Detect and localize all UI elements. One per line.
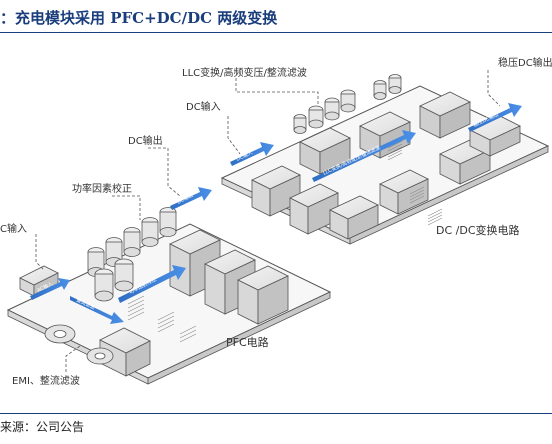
label-dc-input-left: C输入 bbox=[0, 222, 27, 235]
source-note: 来源：公司公告 bbox=[0, 420, 85, 434]
dcdc-blocks bbox=[251, 115, 521, 240]
label-pfc-circuit: PFC电路 bbox=[226, 336, 269, 349]
dcdc-heatsinks bbox=[387, 140, 443, 226]
label-dc-input-top: DC输入 bbox=[186, 100, 221, 113]
label-stable-dc-output: 稳压DC输出 bbox=[498, 56, 552, 69]
leader-lines bbox=[35, 70, 501, 372]
arrow-dc-output: DC输出 bbox=[170, 187, 212, 210]
label-dc-output: DC输出 bbox=[128, 134, 163, 147]
top-divider bbox=[0, 32, 552, 33]
pfc-heatsinks bbox=[127, 295, 197, 343]
label-emi: EMI、整流滤波 bbox=[12, 374, 80, 387]
charger-module-diagram: AC输入 整流滤波 功率因数校正 DC输出 DC输入 LLC变换/高频变压/整流… bbox=[0, 56, 552, 387]
label-dcdc-circuit: DC /DC变换电路 bbox=[436, 223, 520, 237]
label-pfc: 功率因素校正 bbox=[72, 182, 132, 195]
pfc-toroids bbox=[44, 324, 114, 365]
pfc-components bbox=[19, 207, 289, 377]
page-title: ：充电模块采用 PFC+DC/DC 两级变换 bbox=[0, 9, 278, 27]
bottom-divider bbox=[0, 413, 552, 414]
dcdc-board bbox=[220, 85, 550, 245]
diagram-labels: LLC变换/高频变压/整流滤波 稳压DC输出 DC输入 DC输出 功率因素校正 … bbox=[0, 56, 552, 387]
label-llc: LLC变换/高频变压/整流滤波 bbox=[182, 66, 307, 79]
svg-text:DC输入: DC输入 bbox=[235, 149, 254, 163]
pfc-capacitors bbox=[87, 207, 177, 302]
dcdc-capacitors bbox=[293, 74, 402, 134]
